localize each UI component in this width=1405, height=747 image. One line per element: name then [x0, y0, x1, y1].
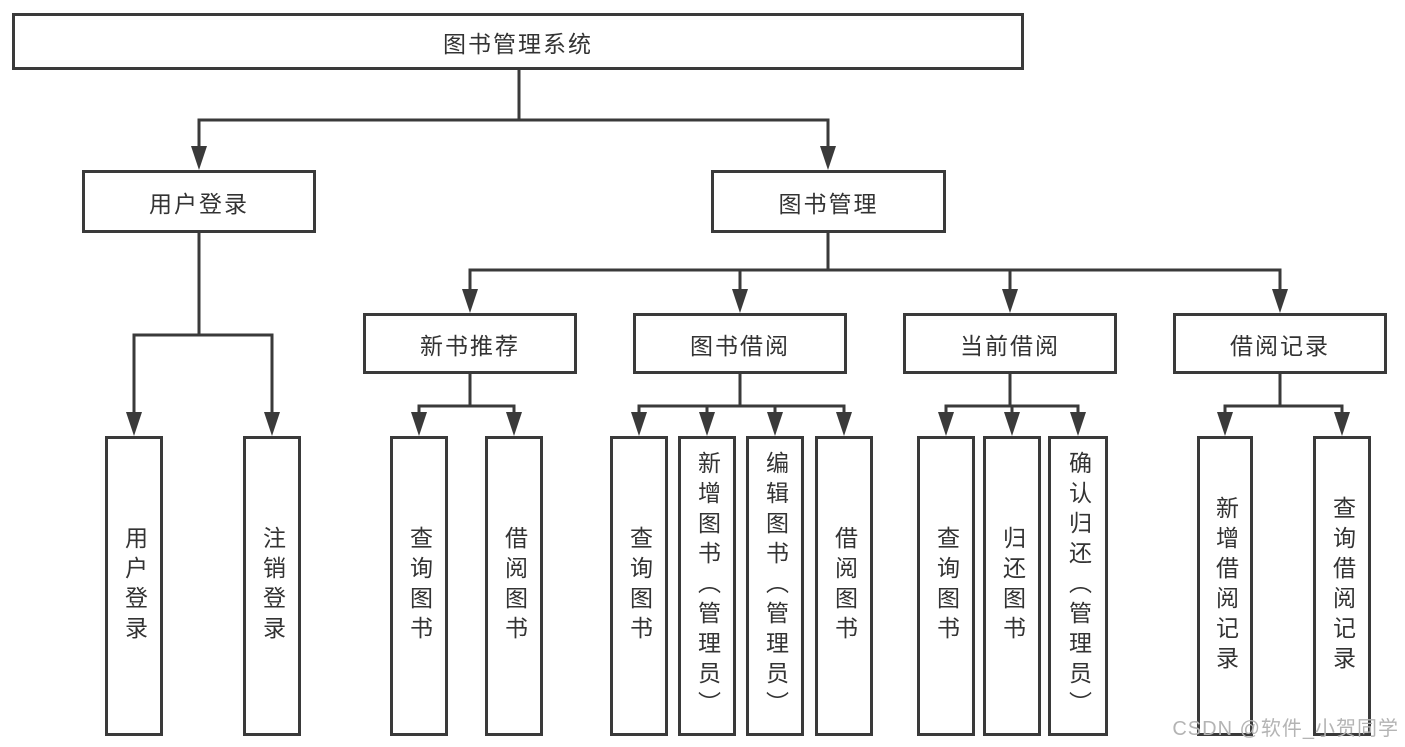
arrowhead-icon [191, 146, 207, 170]
node-label: 新书推荐 [420, 332, 520, 359]
node-book-borrow: 图书借阅 [633, 313, 847, 374]
node-label: 图书借阅 [690, 332, 790, 359]
leaf-current-return-book: 归还图书 [983, 436, 1041, 736]
node-book-management: 图书管理 [711, 170, 946, 233]
arrowhead-icon [631, 412, 647, 436]
arrowhead-icon [1334, 412, 1350, 436]
leaf-record-add-borrow-record: 新增借阅记录 [1197, 436, 1253, 736]
leaf-newrec-borrow-book: 借阅图书 [485, 436, 543, 736]
node-label: 归还图书 [999, 526, 1026, 646]
node-label: 确认归还（管理员） [1065, 451, 1092, 721]
arrowhead-icon [699, 412, 715, 436]
node-label: 查询借阅记录 [1329, 496, 1356, 676]
node-label: 查询图书 [406, 526, 433, 646]
node-label: 注销登录 [259, 526, 286, 646]
arrowhead-icon [1002, 289, 1018, 313]
arrowhead-icon [938, 412, 954, 436]
node-user-login: 用户登录 [82, 170, 316, 233]
leaf-borrow-edit-book-admin: 编辑图书（管理员） [746, 436, 804, 736]
arrowhead-icon [506, 412, 522, 436]
arrowhead-icon [126, 412, 142, 436]
node-label: 当前借阅 [960, 332, 1060, 359]
arrowhead-icon [1272, 289, 1288, 313]
leaf-record-query-borrow-record: 查询借阅记录 [1313, 436, 1371, 736]
leaf-current-query-book: 查询图书 [917, 436, 975, 736]
node-label: 编辑图书（管理员） [762, 451, 789, 721]
csdn-watermark: CSDN @软件_小贺同学 [1172, 718, 1399, 740]
node-label: 图书管理系统 [443, 30, 593, 57]
node-label: 借阅图书 [831, 526, 858, 646]
arrowhead-icon [264, 412, 280, 436]
node-label: 用户登录 [149, 190, 249, 217]
arrowhead-icon [836, 412, 852, 436]
arrowhead-icon [1004, 412, 1020, 436]
node-label: 新增借阅记录 [1212, 496, 1239, 676]
node-label: 借阅图书 [501, 526, 528, 646]
arrowhead-icon [820, 146, 836, 170]
leaf-borrow-borrow-book: 借阅图书 [815, 436, 873, 736]
leaf-newrec-query-book: 查询图书 [390, 436, 448, 736]
leaf-logout-login: 注销登录 [243, 436, 301, 736]
leaf-borrow-add-book-admin: 新增图书（管理员） [678, 436, 736, 736]
node-root-system: 图书管理系统 [12, 13, 1024, 70]
leaf-user-login: 用户登录 [105, 436, 163, 736]
leaf-borrow-query-book: 查询图书 [610, 436, 668, 736]
node-label: 借阅记录 [1230, 332, 1330, 359]
arrowhead-icon [732, 289, 748, 313]
node-label: 新增图书（管理员） [694, 451, 721, 721]
node-new-book-recommend: 新书推荐 [363, 313, 577, 374]
arrowhead-icon [767, 412, 783, 436]
arrowhead-icon [462, 289, 478, 313]
arrowhead-icon [1070, 412, 1086, 436]
leaf-current-confirm-return-admin: 确认归还（管理员） [1048, 436, 1108, 736]
node-label: 查询图书 [933, 526, 960, 646]
node-label: 图书管理 [778, 190, 879, 217]
node-label: 查询图书 [626, 526, 653, 646]
arrowhead-icon [1217, 412, 1233, 436]
arrowhead-icon [411, 412, 427, 436]
node-borrow-record: 借阅记录 [1173, 313, 1387, 374]
node-current-borrow: 当前借阅 [903, 313, 1117, 374]
node-label: 用户登录 [121, 526, 148, 646]
